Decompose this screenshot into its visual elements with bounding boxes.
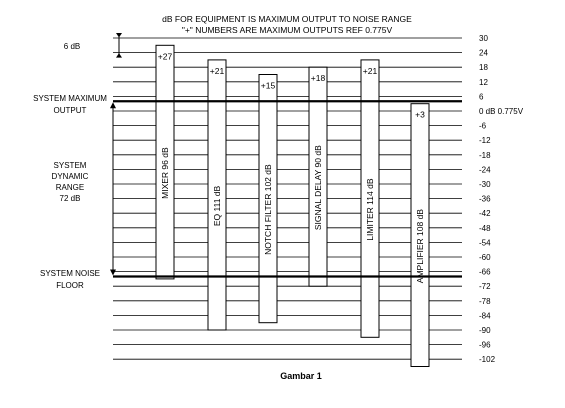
scale-tick-label: -66: [479, 268, 491, 277]
scale-tick-label: -24: [479, 165, 491, 174]
scale-tick-label: -60: [479, 253, 491, 262]
scale-tick-label: -84: [479, 311, 491, 320]
range-arrow-head-down: [110, 269, 116, 276]
scale-tick-label: -96: [479, 341, 491, 350]
equipment-max-label: +21: [210, 66, 225, 76]
system-max-label-2: OUTPUT: [54, 106, 87, 115]
six-db-arrow-head-up: [116, 53, 122, 58]
scale-tick-label: -18: [479, 151, 491, 160]
scale-tick-label: -78: [479, 297, 491, 306]
scale-tick-label: -30: [479, 180, 491, 189]
dynamic-range-label-4: 72 dB: [60, 194, 81, 203]
equipment-max-label: +18: [311, 73, 326, 83]
equipment-name-label: SIGNAL DELAY 90 dB: [313, 145, 323, 230]
equipment-max-label: +3: [415, 110, 425, 120]
header-line-1: dB FOR EQUIPMENT IS MAXIMUM OUTPUT TO NO…: [162, 14, 412, 24]
scale-tick-label: 24: [479, 49, 488, 58]
six-db-arrow-head-down: [116, 33, 122, 38]
equipment-name-label: LIMITER 114 dB: [365, 178, 375, 241]
range-arrow-head-up: [110, 102, 116, 109]
dynamic-range-label-1: SYSTEM: [54, 161, 87, 170]
six-db-marker: [116, 33, 122, 58]
dynamic-range-label-2: DYNAMIC: [52, 172, 89, 181]
right-scale: 30 24 18 12 6 0 dB 0.775V -6 -12 -18 -24 -30 -36 -42…: [479, 34, 524, 364]
equipment-max-label: +15: [261, 81, 276, 91]
equipment-name-label: MIXER 96 dB: [160, 147, 170, 199]
scale-tick-label: -6: [479, 122, 487, 131]
scale-tick-label: 6: [479, 92, 484, 101]
equipment-bar-group: +21 EQ 111 dB: [207, 59, 227, 331]
equipment-bar: [410, 103, 430, 367]
scale-tick-label: -36: [479, 195, 491, 204]
header-line-2: "+" NUMBERS ARE MAXIMUM OUTPUTS REF 0.77…: [182, 25, 393, 35]
equipment-bar: [155, 44, 175, 280]
scale-tick-label: 18: [479, 63, 488, 72]
scale-tick-label: -54: [479, 238, 491, 247]
scale-tick-label: -48: [479, 224, 491, 233]
system-max-label-1: SYSTEM MAXIMUM: [33, 94, 107, 103]
scale-tick-label: -90: [479, 326, 491, 335]
scale-tick-label: 30: [479, 34, 488, 43]
equipment-bar: [360, 59, 380, 338]
scale-tick-label: -72: [479, 282, 491, 291]
scale-tick-label: -12: [479, 136, 491, 145]
dynamic-range-label-3: RANGE: [56, 183, 84, 192]
dynamic-range-arrow: [110, 102, 116, 276]
noise-floor-label-2: FLOOR: [56, 281, 84, 290]
scale-tick-label: -42: [479, 209, 491, 218]
scale-tick-label: -102: [479, 355, 496, 364]
six-db-label: 6 dB: [64, 42, 80, 51]
scale-tick-label: 12: [479, 78, 488, 87]
equipment-bar: [207, 59, 227, 331]
scale-tick-label: 0 dB 0.775V: [479, 107, 524, 116]
equipment-name-label: EQ 111 dB: [212, 185, 222, 226]
noise-floor-label-1: SYSTEM NOISE: [40, 269, 100, 278]
equipment-max-label: +27: [158, 51, 173, 61]
equipment-name-label: NOTCH FILTER 102 dB: [263, 164, 273, 255]
figure-caption: Gambar 1: [280, 371, 322, 381]
equipment-bar: [308, 66, 328, 287]
equipment-bar: [258, 74, 278, 324]
equipment-name-label: AMPLIFIER 108 dB: [415, 209, 425, 284]
equipment-max-label: +21: [363, 66, 378, 76]
